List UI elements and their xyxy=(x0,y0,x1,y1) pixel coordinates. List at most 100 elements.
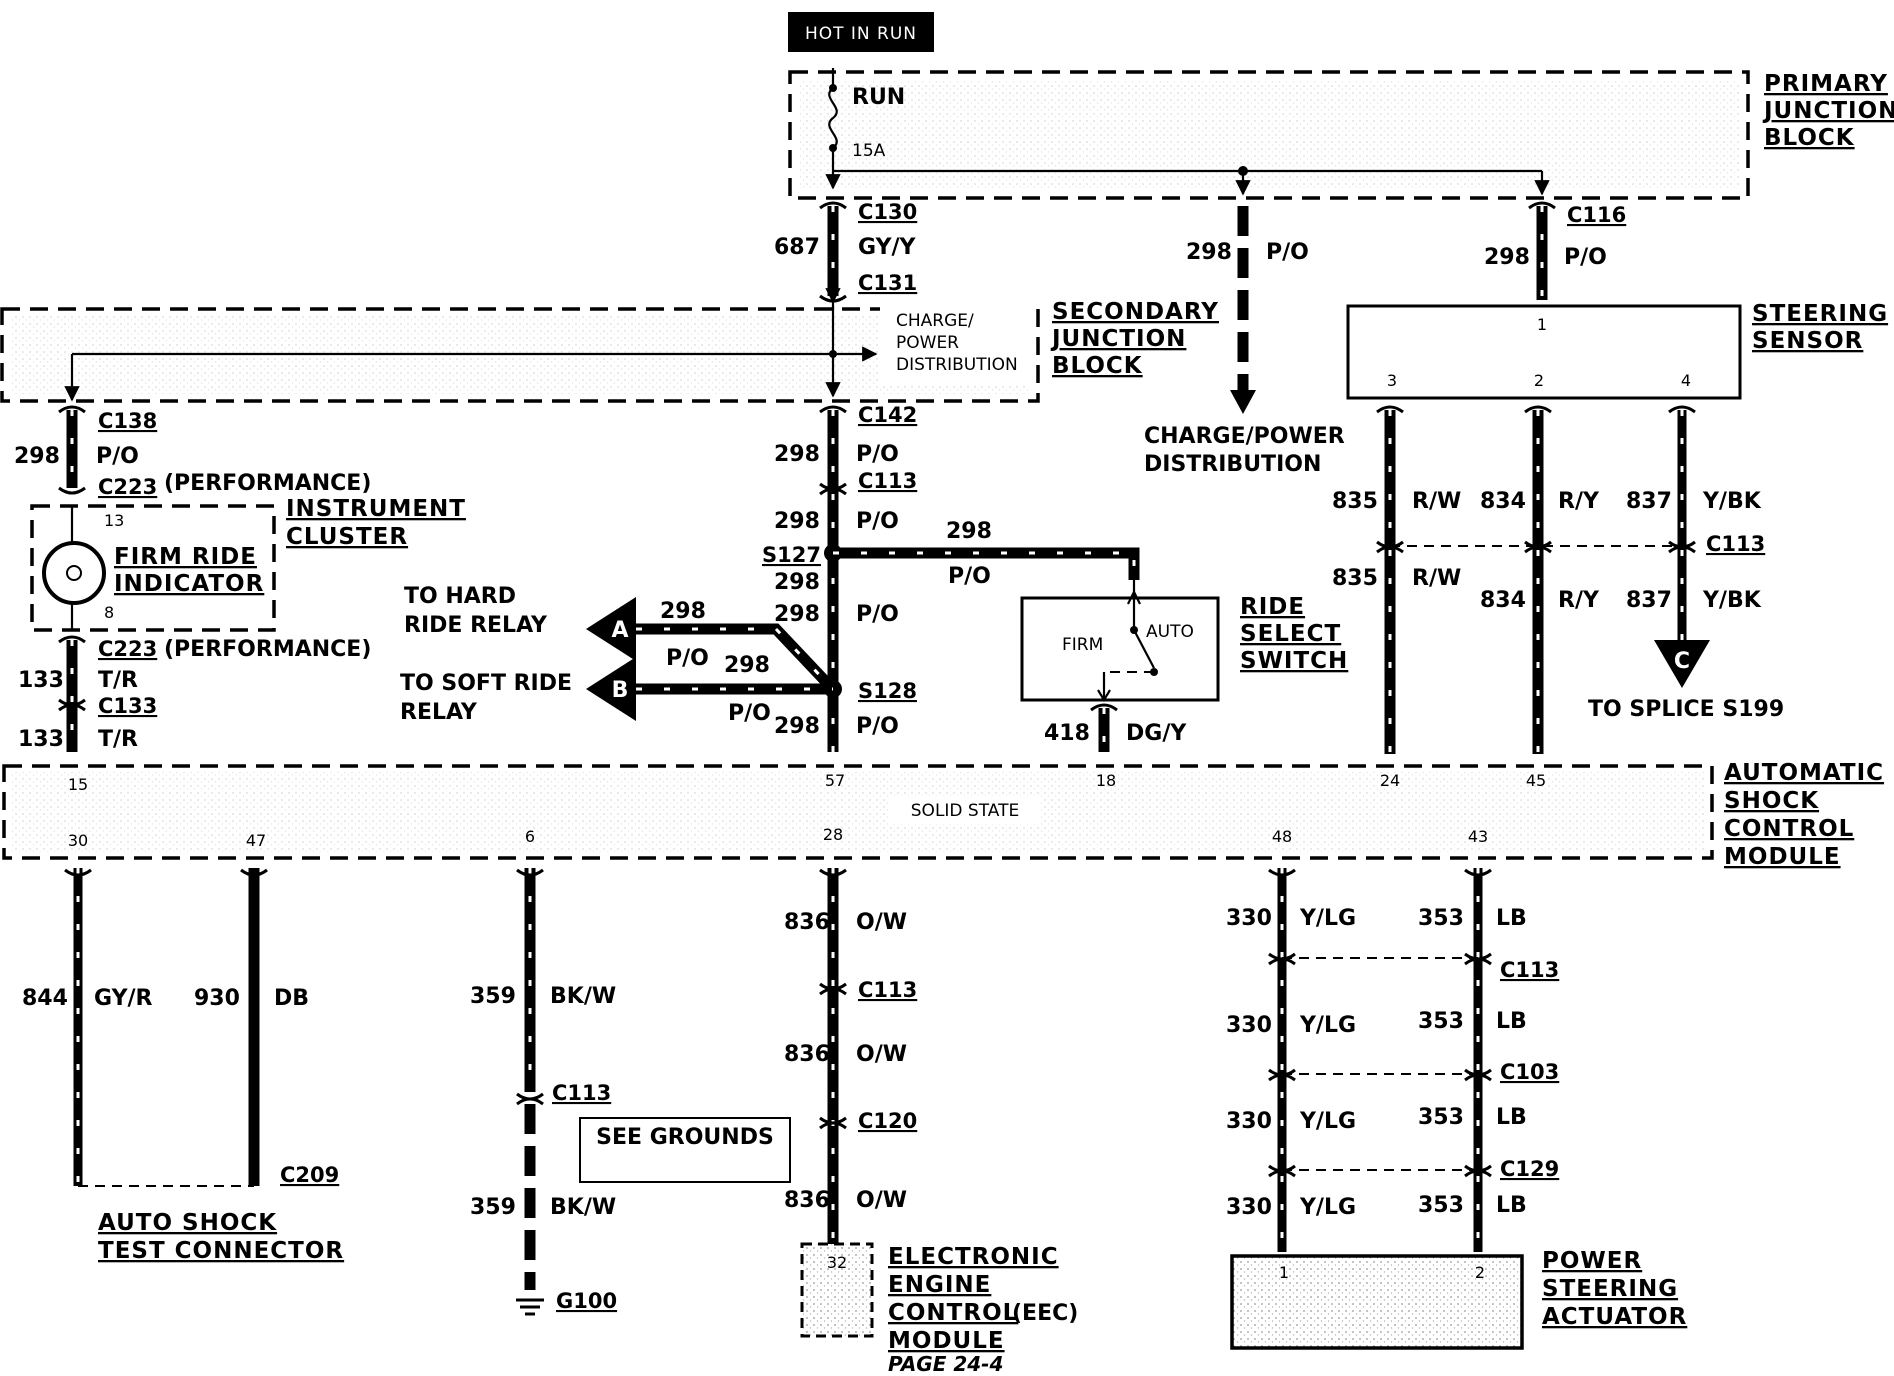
eec-label-3: CONTROL xyxy=(888,1300,1018,1326)
module-label-4: MODULE xyxy=(1724,844,1841,870)
wire-835-number-lower: 835 xyxy=(1332,566,1378,591)
wire-836-number-2: 836 xyxy=(784,1042,830,1067)
soft-relay-label-1: TO SOFT RIDE xyxy=(400,671,572,696)
wire-133-number-upper: 133 xyxy=(18,668,64,693)
ride-select-label-1: RIDE xyxy=(1240,594,1305,620)
shock-control-module xyxy=(2,764,1714,860)
connector-c209: C209 xyxy=(280,1163,339,1187)
wire-836-number-1: 836 xyxy=(784,910,830,935)
connector-c223-lower: C223 xyxy=(98,637,157,661)
wire-298-trunk-number-1: 298 xyxy=(774,442,820,467)
wire-834-color-lower: R/Y xyxy=(1558,588,1600,613)
eec-pin-32: 32 xyxy=(827,1253,847,1272)
module-pin-6: 6 xyxy=(525,827,535,846)
module-pin-45: 45 xyxy=(1526,771,1546,790)
fuse-rating: 15A xyxy=(852,141,886,161)
firm-ride-label-1: FIRM RIDE xyxy=(114,544,257,570)
connector-c113-eec: C113 xyxy=(858,978,917,1002)
switch-firm-label: FIRM xyxy=(1062,635,1103,655)
hard-relay-arrow xyxy=(586,597,636,661)
wire-298-charge-number: 298 xyxy=(1186,240,1232,265)
wire-133-color-upper: T/R xyxy=(98,668,138,693)
wire-298-soft-number: 298 xyxy=(724,653,770,678)
wire-930-number: 930 xyxy=(194,986,240,1011)
wire-353-number-2: 353 xyxy=(1418,1009,1464,1034)
steering-sensor-label-2: SENSOR xyxy=(1752,328,1863,354)
wire-837-number-upper: 837 xyxy=(1626,489,1672,514)
primary-junction-block xyxy=(788,70,1750,200)
wire-133-color-lower: T/R xyxy=(98,727,138,752)
wire-298-soft-color: P/O xyxy=(728,701,771,726)
wire-330-color-3: Y/LG xyxy=(1299,1109,1356,1134)
hot-in-run-tag xyxy=(788,12,934,52)
wire-330-color-4: Y/LG xyxy=(1299,1195,1356,1220)
module-label-1: AUTOMATIC xyxy=(1724,760,1884,786)
connector-c129: C129 xyxy=(1500,1157,1559,1181)
switch-auto-label: AUTO xyxy=(1146,622,1194,642)
secondary-junction-block-label-1: SECONDARY xyxy=(1052,299,1219,325)
wire-133-number-lower: 133 xyxy=(18,727,64,752)
wire-353-number-3: 353 xyxy=(1418,1105,1464,1130)
steering-sensor-pin-4: 4 xyxy=(1681,371,1691,390)
wire-298-trunk-number-2: 298 xyxy=(774,509,820,534)
eec-label-4: MODULE xyxy=(888,1328,1005,1354)
cluster-pin-8: 8 xyxy=(104,603,114,622)
wire-298-trunk-number-4: 298 xyxy=(774,714,820,739)
see-grounds-label: SEE GROUNDS xyxy=(596,1125,774,1150)
ground-g100-icon xyxy=(516,1298,544,1316)
see-grounds-box xyxy=(579,1117,791,1183)
module-pin-15: 15 xyxy=(68,775,88,794)
actuator-label-1: POWER xyxy=(1542,1248,1642,1274)
hard-relay-label-2: RIDE RELAY xyxy=(404,613,548,638)
wire-298-cluster-color: P/O xyxy=(96,444,139,469)
connector-c138: C138 xyxy=(98,409,157,433)
instrument-cluster-box xyxy=(30,504,276,632)
arrow-b-letter: B xyxy=(612,678,629,703)
connector-c131: C131 xyxy=(858,271,917,295)
wire-359-number-upper: 359 xyxy=(470,984,516,1009)
wire-298-s128-number: 298 xyxy=(774,570,820,595)
primary-junction-block-label-2: JUNCTION xyxy=(1762,98,1894,124)
fuse-name: RUN xyxy=(852,85,905,110)
connector-c142: C142 xyxy=(858,403,917,427)
wire-330-color-1: Y/LG xyxy=(1299,906,1356,931)
cluster-pin-13: 13 xyxy=(104,511,124,530)
hard-relay-label-1: TO HARD xyxy=(404,584,516,609)
wire-330-number-3: 330 xyxy=(1226,1109,1272,1134)
soft-relay-arrow xyxy=(586,657,636,721)
wire-298-charge-color: P/O xyxy=(1266,240,1309,265)
wire-353-number-4: 353 xyxy=(1418,1193,1464,1218)
wire-330-number-2: 330 xyxy=(1226,1013,1272,1038)
actuator-label-3: ACTUATOR xyxy=(1542,1304,1687,1330)
connector-c113-trunk: C113 xyxy=(858,469,917,493)
eec-label-1: ELECTRONIC xyxy=(888,1244,1059,1270)
module-label-3: CONTROL xyxy=(1724,816,1854,842)
ride-select-label-2: SELECT xyxy=(1240,621,1341,647)
connector-c113-ground: C113 xyxy=(552,1081,611,1105)
wire-353-color-2: LB xyxy=(1496,1009,1527,1034)
secondary-junction-block-label-2: JUNCTION xyxy=(1050,326,1186,352)
hot-in-run-label: HOT IN RUN xyxy=(805,24,917,44)
instrument-cluster-label-2: CLUSTER xyxy=(286,524,408,550)
steering-sensor-pin-1: 1 xyxy=(1537,315,1547,334)
switch-blade-icon xyxy=(1133,629,1155,669)
wire-835-color-lower: R/W xyxy=(1412,566,1461,591)
wire-837-color-upper: Y/BK xyxy=(1702,489,1762,514)
eec-label-2: ENGINE xyxy=(888,1272,991,1298)
connector-c130: C130 xyxy=(858,200,917,224)
wire-330-number-4: 330 xyxy=(1226,1195,1272,1220)
module-solid-state-label: SOLID STATE xyxy=(911,801,1019,821)
performance-label-upper: (PERFORMANCE) xyxy=(164,471,371,496)
arrow-a-letter: A xyxy=(611,618,628,643)
arrow-c-letter: C xyxy=(1674,649,1690,674)
firm-ride-indicator-lamp-icon xyxy=(42,541,106,605)
steering-sensor-label-1: STEERING xyxy=(1752,301,1888,327)
connector-c223-upper: C223 xyxy=(98,475,157,499)
connector-c116: C116 xyxy=(1567,203,1626,227)
wire-359-color-lower: BK/W xyxy=(550,1195,616,1220)
wire-330-color-2: Y/LG xyxy=(1299,1013,1356,1038)
wire-298-trunk-color-4: P/O xyxy=(856,714,899,739)
ground-g100-label: G100 xyxy=(556,1289,617,1313)
secondary-junction-block xyxy=(0,307,1040,403)
